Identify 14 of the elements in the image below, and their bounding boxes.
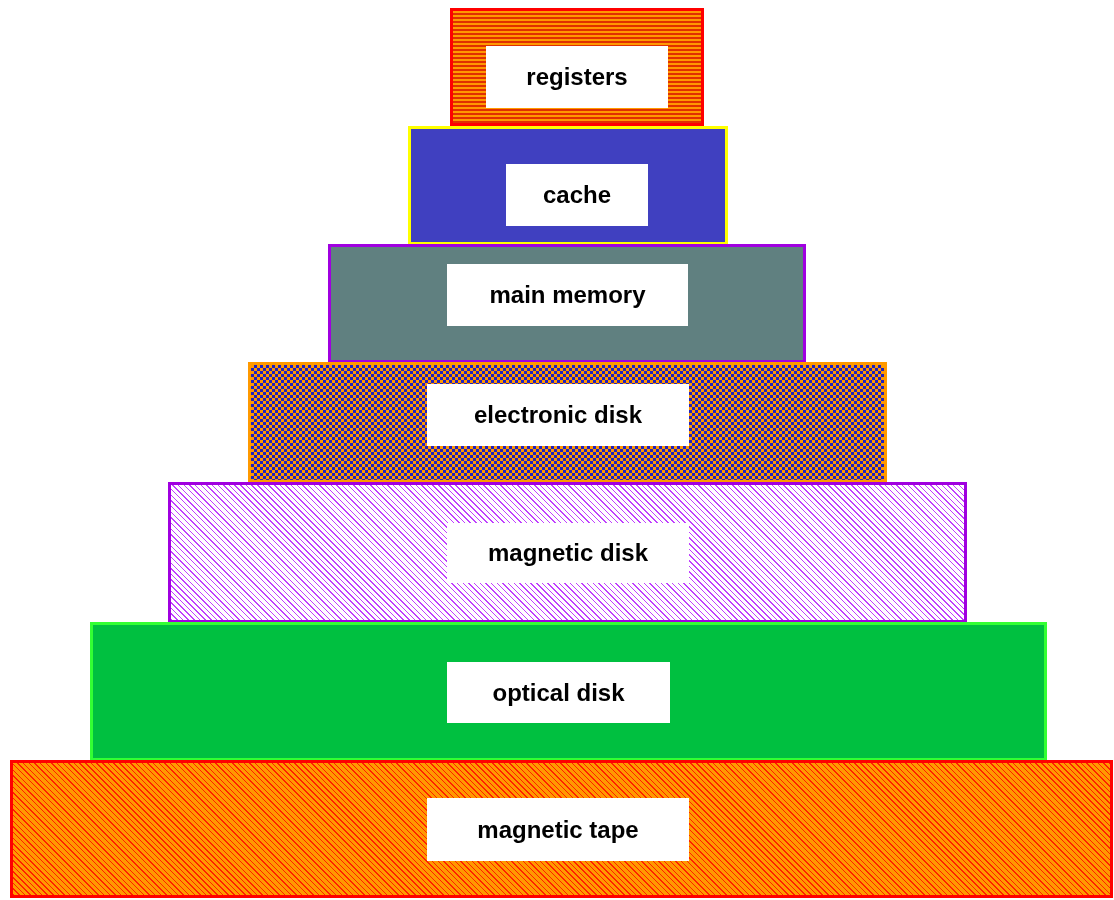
level-label: electronic disk (427, 384, 689, 446)
pyramid-band (168, 482, 967, 623)
level-label: magnetic disk (447, 523, 689, 583)
level-label: registers (486, 46, 668, 108)
pyramid-band (450, 8, 704, 126)
level-label: optical disk (447, 662, 670, 723)
pyramid-band (328, 244, 806, 363)
level-label: main memory (447, 264, 688, 326)
pyramid-band (408, 126, 728, 245)
pyramid-band (90, 622, 1047, 761)
level-label: cache (506, 164, 648, 226)
pyramid-band (10, 760, 1113, 898)
level-label: magnetic tape (427, 798, 689, 861)
pyramid-band (248, 362, 887, 483)
